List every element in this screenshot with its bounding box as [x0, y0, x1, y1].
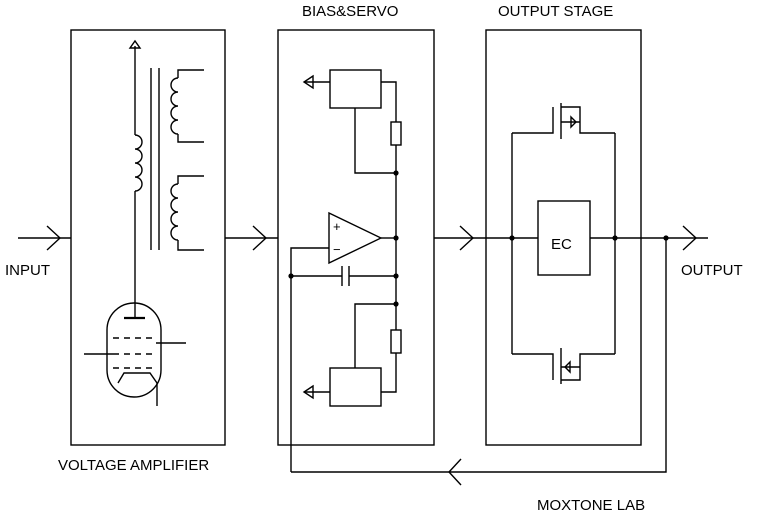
output-stage-circuit: EC [511, 103, 666, 384]
output-wire [663, 225, 708, 251]
credit-label: MOXTONE LAB [537, 497, 645, 514]
upper-resistor-symbol [390, 121, 402, 146]
op-amp-plus-sign: + [333, 219, 341, 234]
bias-servo-label: BIAS&SERVO [302, 3, 398, 20]
voltage-amplifier-label: VOLTAGE AMPLIFIER [58, 457, 209, 474]
lower-resistor-symbol [390, 329, 402, 354]
voltage-amplifier-block [70, 29, 226, 446]
output-transformer-symbol [128, 39, 204, 318]
output-stage-label: OUTPUT STAGE [498, 3, 613, 20]
feedback-loop-wire [291, 238, 667, 486]
input-label: INPUT [5, 262, 50, 279]
op-amp-minus-sign: − [333, 242, 341, 257]
bias-servo-circuit: + − [288, 69, 402, 472]
ec-label: EC [551, 236, 572, 253]
output-label: OUTPUT [681, 262, 743, 279]
interstage-wire-1 [225, 225, 278, 251]
interstage-wire-2 [434, 225, 515, 251]
ec-block [537, 200, 591, 276]
op-amp-symbol [328, 211, 383, 265]
vacuum-tube-symbol [84, 302, 186, 406]
input-wire [18, 225, 71, 251]
